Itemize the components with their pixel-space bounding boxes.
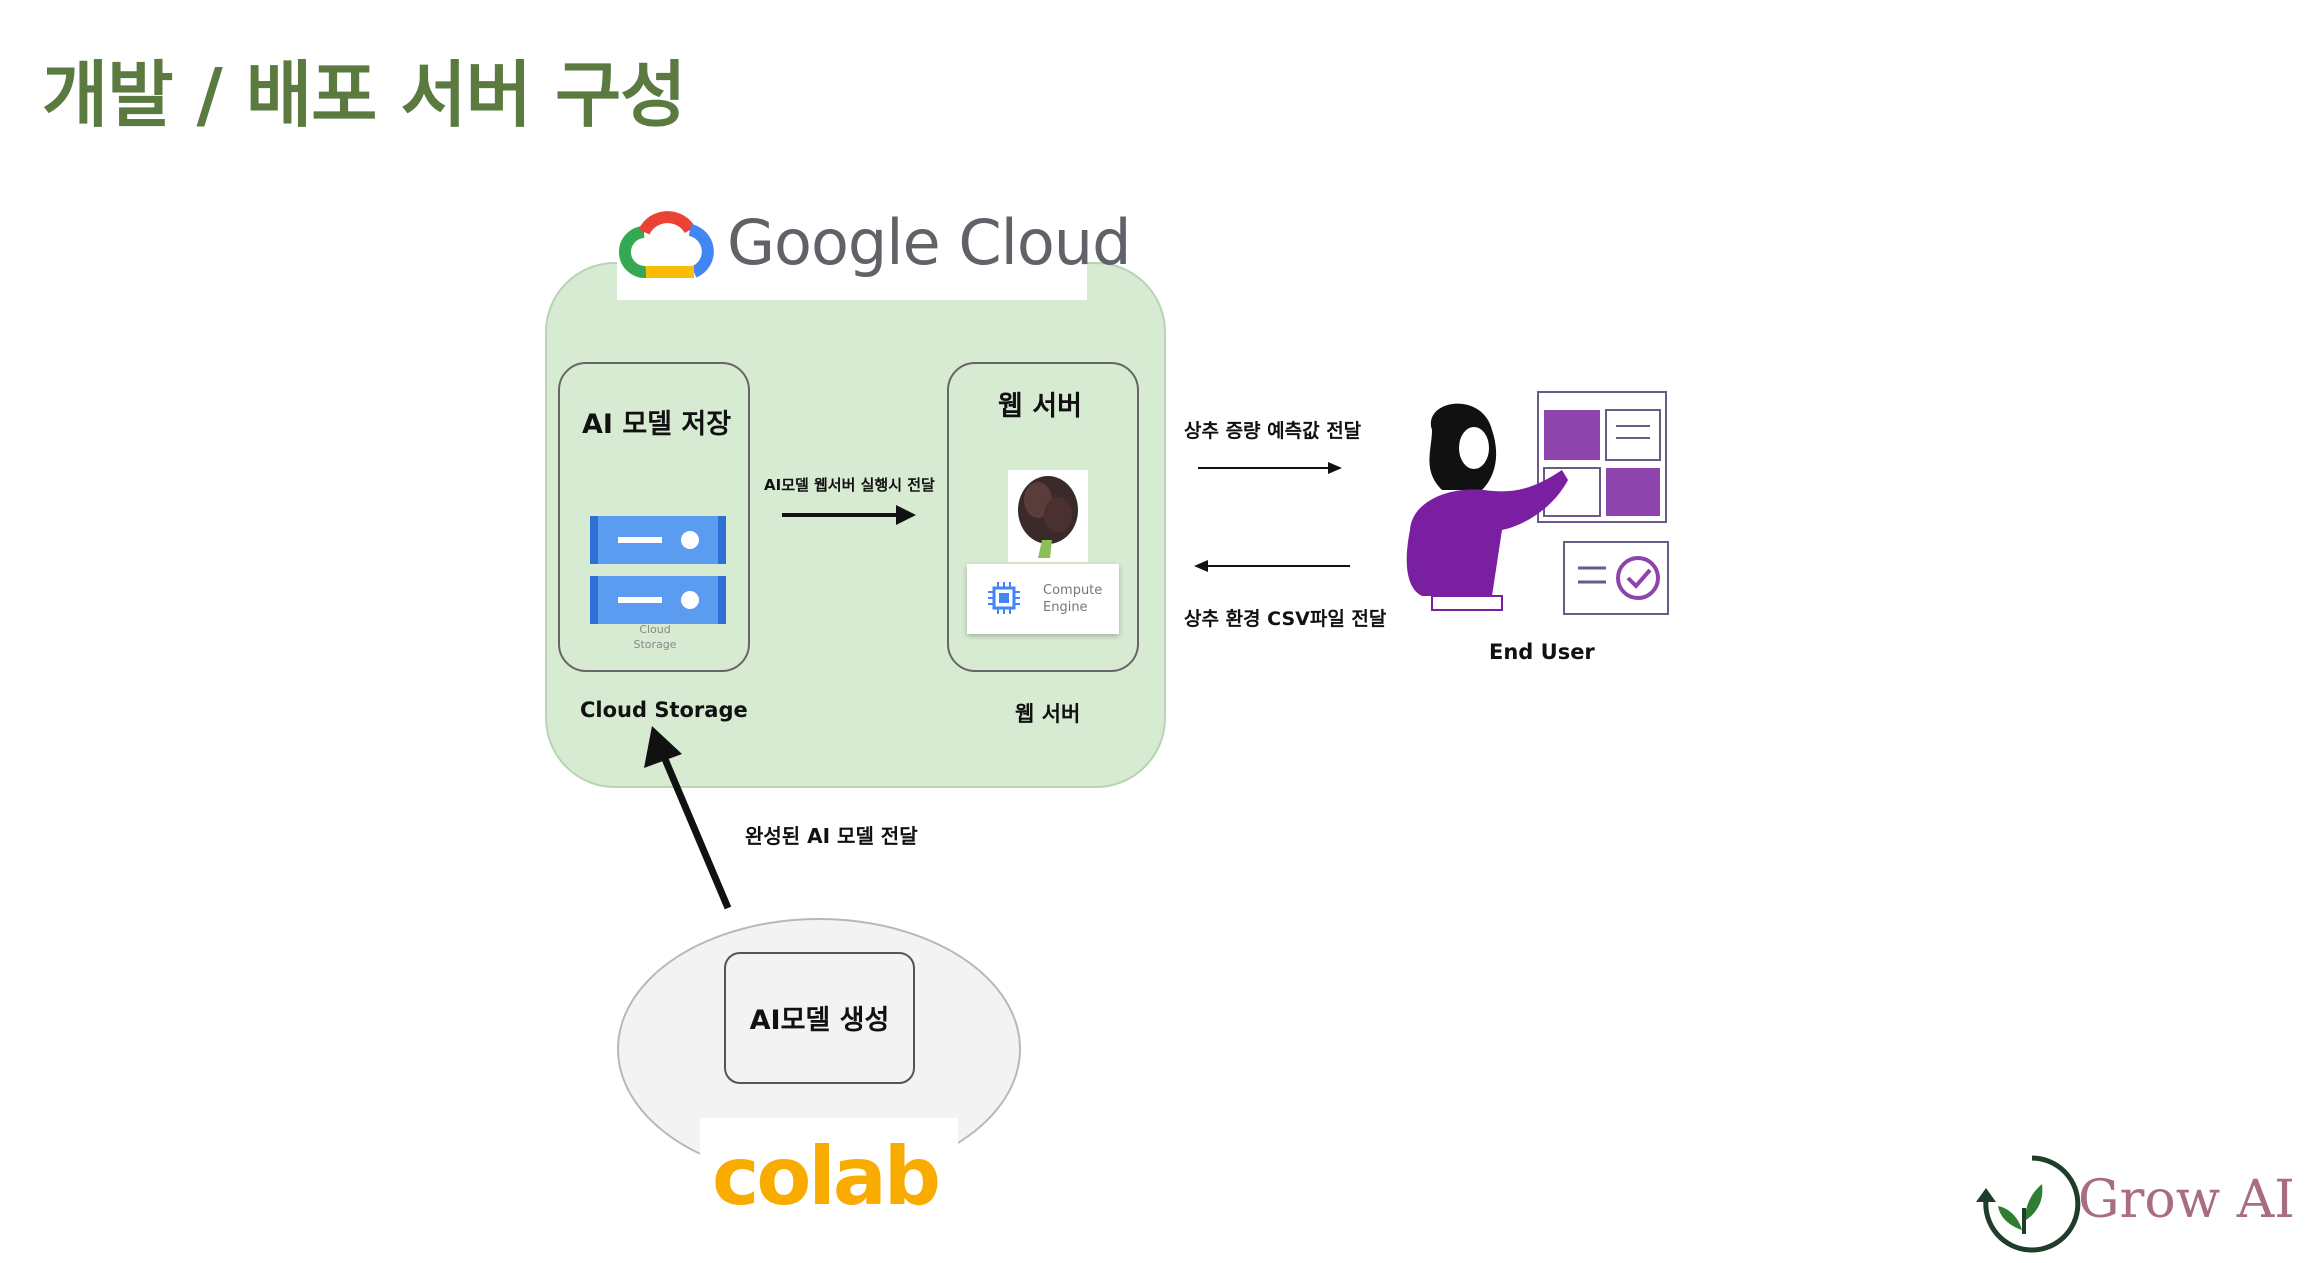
final-model-arrow xyxy=(644,726,732,910)
model-transfer-label: AI모델 웹서버 실행시 전달 xyxy=(764,476,935,494)
google-cloud-logo-icon xyxy=(619,211,714,278)
google-cloud-logo-text: Google Cloud xyxy=(727,206,1131,279)
storage-node xyxy=(558,362,750,672)
storage-node-title: AI 모델 저장 xyxy=(582,409,732,440)
compute-engine-label: Compute Engine xyxy=(1043,583,1103,615)
web-server-title: 웹 서버 xyxy=(998,391,1082,422)
colab-logo: colab xyxy=(712,1130,941,1223)
predict-label: 상추 증량 예측값 전달 xyxy=(1184,420,1362,442)
storage-icon-caption: Cloud Storage xyxy=(633,623,677,651)
colab-model-box xyxy=(724,952,915,1084)
web-server-node xyxy=(947,362,1139,672)
compute-engine-icon xyxy=(988,582,1020,614)
web-server-caption: 웹 서버 xyxy=(1015,702,1081,726)
google-cloud-header xyxy=(617,200,1087,300)
brand-logo-text: Grow AI xyxy=(2078,1170,2295,1230)
csv-arrow xyxy=(1194,560,1350,572)
end-user-label: End User xyxy=(1489,640,1595,664)
cloud-storage-icon xyxy=(590,516,726,624)
storage-caption: Cloud Storage xyxy=(580,698,748,722)
page-title: 개발 / 배포 서버 구성 xyxy=(42,53,686,137)
predict-arrow xyxy=(1198,462,1342,474)
csv-label: 상추 환경 CSV파일 전달 xyxy=(1184,608,1387,630)
colab-logo-background xyxy=(700,1118,958,1263)
colab-model-label: AI모델 생성 xyxy=(749,1005,890,1036)
final-model-label: 완성된 AI 모델 전달 xyxy=(745,824,918,848)
grow-ai-logo-icon xyxy=(1976,1155,2081,1253)
end-user-illustration xyxy=(1406,391,1669,615)
model-transfer-arrow xyxy=(782,505,916,525)
lettuce-image xyxy=(1008,470,1088,562)
